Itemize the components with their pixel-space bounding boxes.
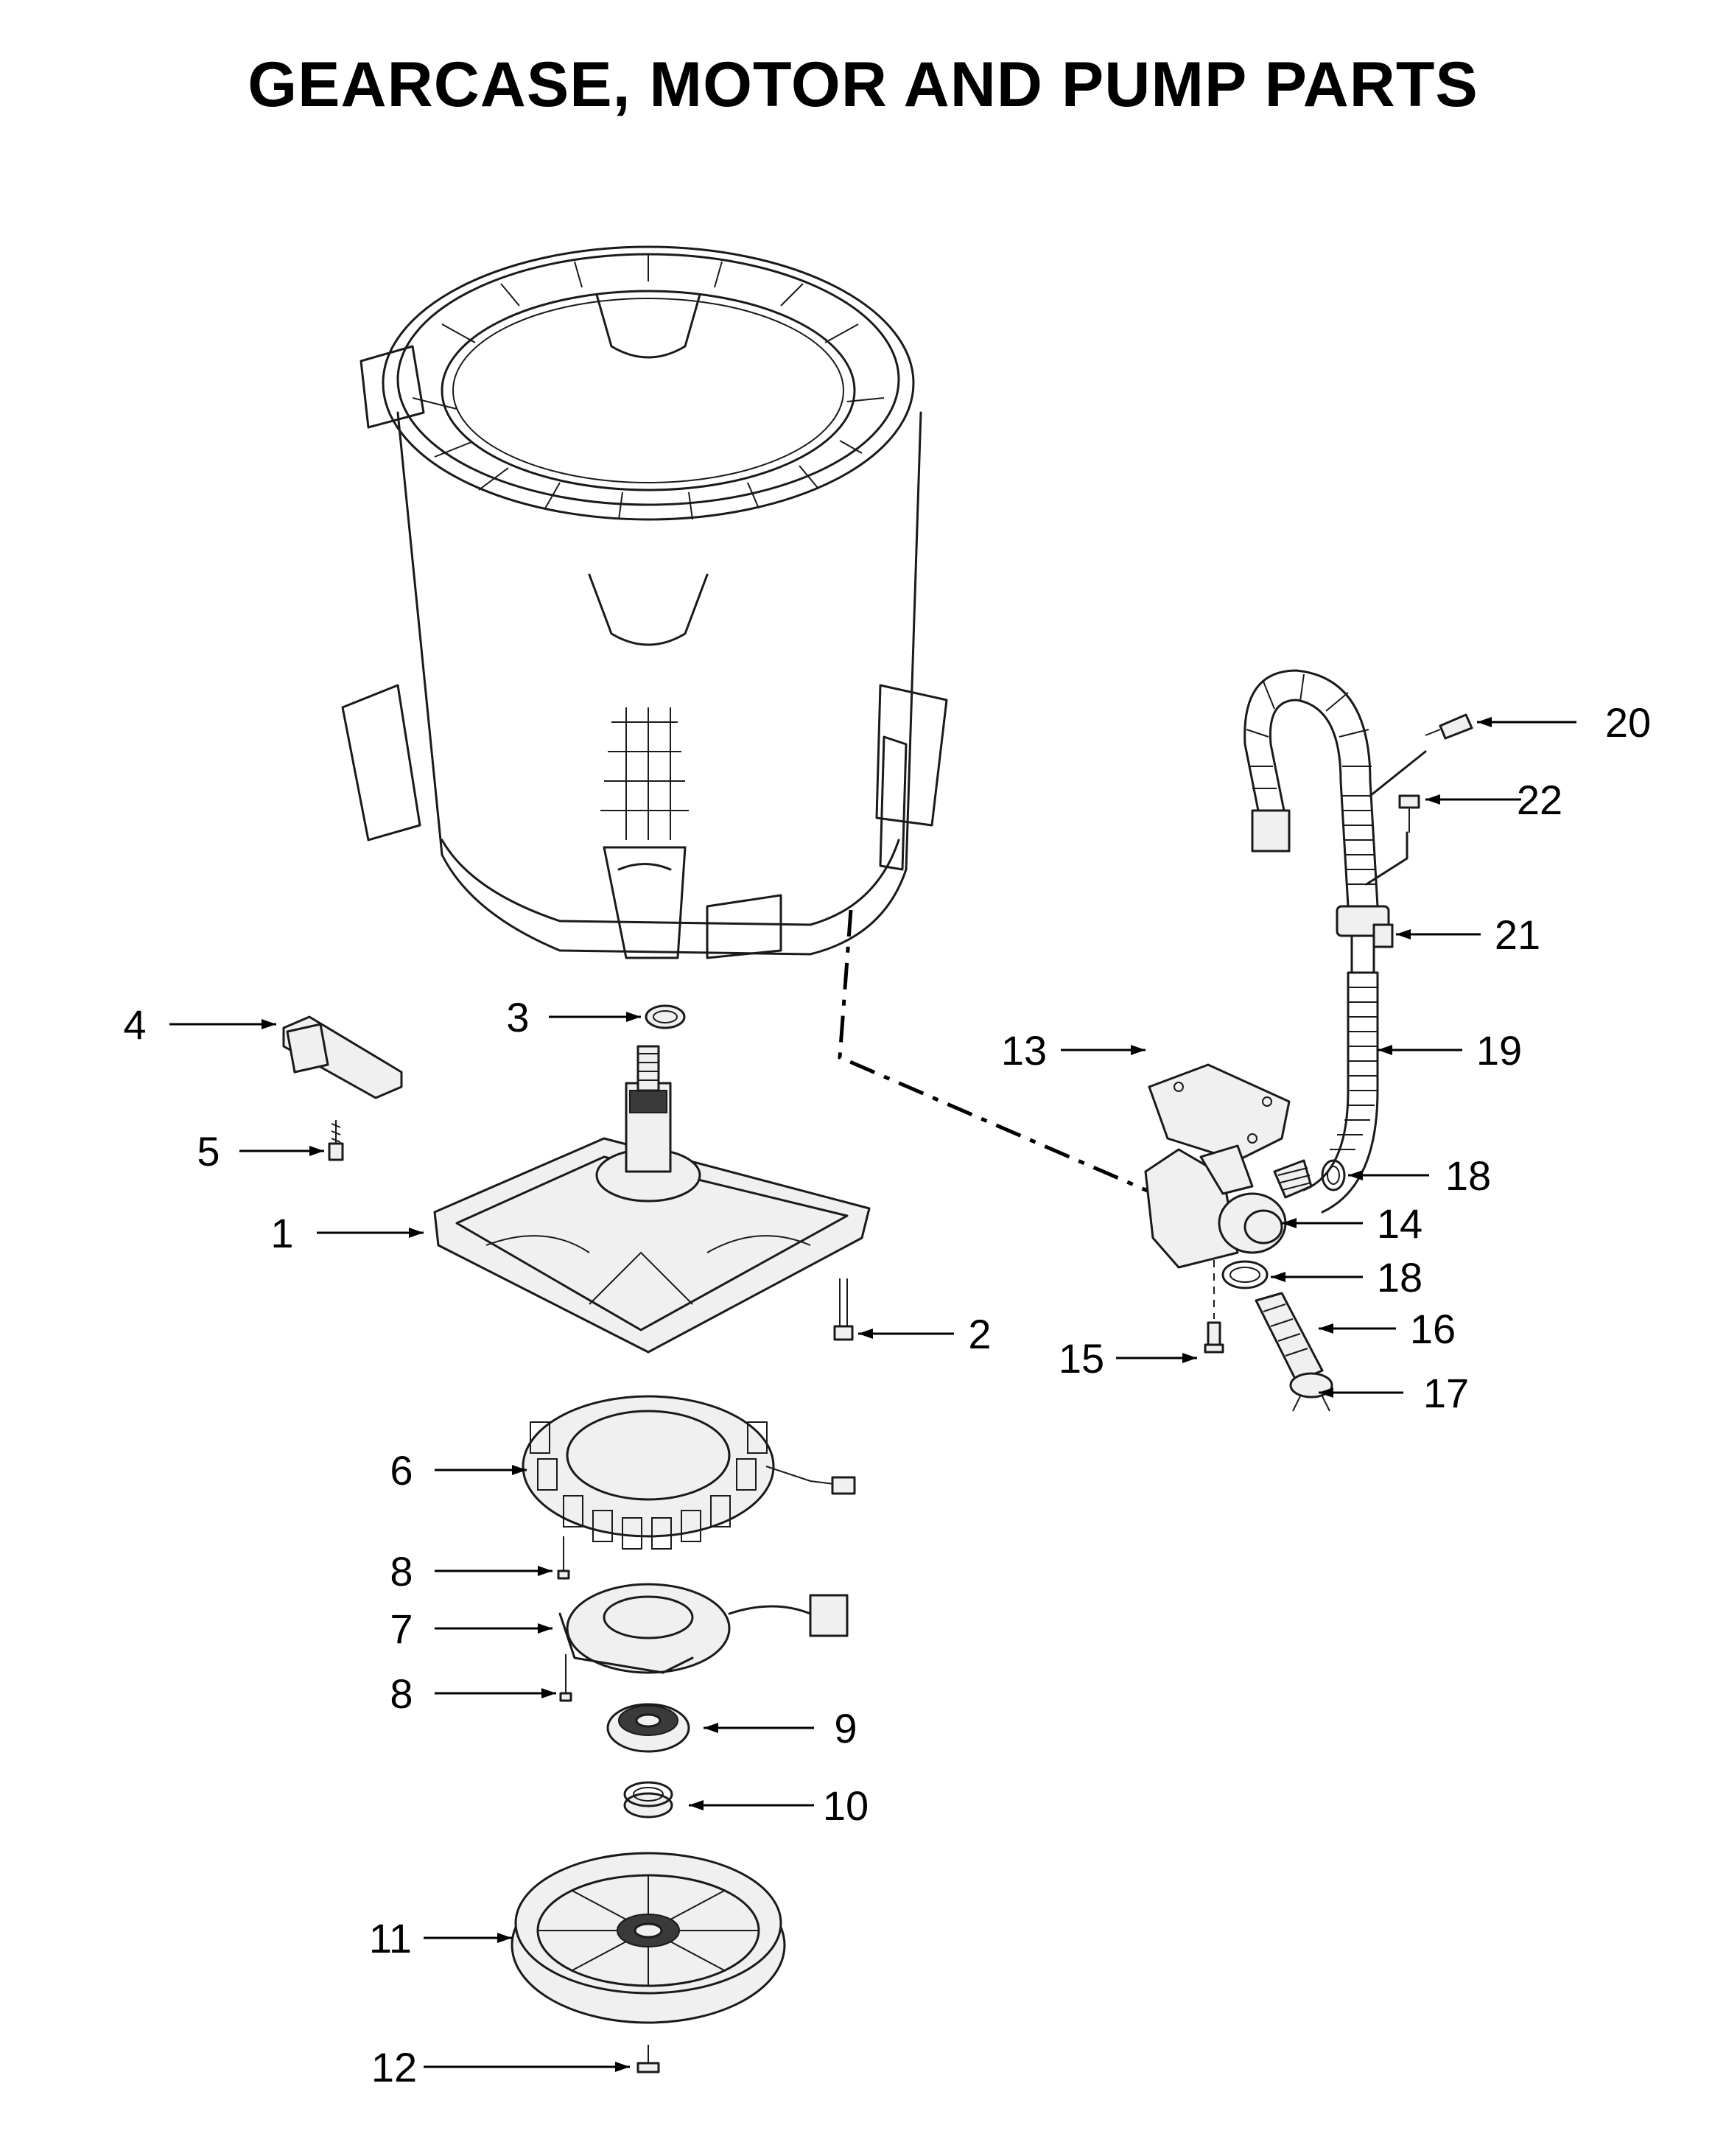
- part-9-bearing: [606, 1703, 690, 1753]
- tub-to-pump-dashed-line: [838, 909, 1172, 1203]
- callout-21: 21: [1495, 911, 1540, 958]
- part-14-drain-pump: [1144, 1144, 1313, 1269]
- part-21-hose-bracket: [1372, 923, 1394, 948]
- part-10-coupler: [623, 1781, 673, 1819]
- diagram-title: GEARCASE, MOTOR AND PUMP PARTS: [248, 49, 1478, 120]
- part-18-clamp-lower: [1221, 1260, 1269, 1289]
- part-20-screw: [1425, 713, 1473, 740]
- outer-tub: [341, 245, 948, 959]
- callout-22: 22: [1517, 777, 1562, 823]
- callout-9: 9: [834, 1705, 857, 1751]
- callout-20: 20: [1605, 699, 1651, 746]
- callout-7: 7: [390, 1606, 413, 1652]
- callout-1: 1: [270, 1210, 293, 1256]
- callout-15: 15: [1059, 1335, 1104, 1382]
- callout-6: 6: [390, 1447, 413, 1494]
- part-1-gearcase-base: [433, 1045, 871, 1354]
- part-19-drain-hose: [1243, 669, 1427, 1214]
- callout-17: 17: [1423, 1370, 1469, 1416]
- callout-12: 12: [371, 2044, 417, 2090]
- callout-10: 10: [823, 1782, 869, 1829]
- callout-4: 4: [123, 1001, 146, 1048]
- part-8-bolt-upper: [557, 1536, 570, 1580]
- callout-18-lower: 18: [1377, 1254, 1422, 1301]
- callout-2: 2: [968, 1311, 991, 1357]
- part-8-bolt-lower: [559, 1654, 572, 1702]
- leader-lines: [169, 717, 1576, 2072]
- part-3-seal: [645, 1004, 686, 1029]
- part-16-short-hose: [1255, 1292, 1324, 1383]
- part-12-screw: [636, 2045, 660, 2073]
- part-7-sensor-housing: [558, 1583, 849, 1674]
- part-6-stator: [522, 1395, 856, 1550]
- callout-18-upper: 18: [1445, 1152, 1491, 1199]
- callout-14: 14: [1377, 1200, 1422, 1247]
- part-11-rotor: [511, 1852, 786, 2024]
- callout-19: 19: [1476, 1027, 1522, 1074]
- callout-numbers: 20 22 21 19 18 14 18 16 17 15 13 3 4 5 1…: [123, 699, 1651, 2090]
- callout-3: 3: [506, 994, 529, 1040]
- part-18-clamp-upper: [1321, 1159, 1346, 1191]
- callout-5: 5: [197, 1128, 220, 1175]
- callout-16: 16: [1410, 1306, 1456, 1352]
- callout-13: 13: [1001, 1027, 1047, 1074]
- callout-11: 11: [369, 1915, 412, 1961]
- part-13-gasket: [1148, 1063, 1291, 1162]
- part-5-screw: [328, 1120, 344, 1161]
- part-22-screw: [1398, 794, 1420, 833]
- callout-8-lower: 8: [390, 1670, 413, 1717]
- part-15-screw: [1204, 1260, 1224, 1354]
- part-4-bracket: [282, 1015, 403, 1099]
- part-2-bolt: [833, 1278, 854, 1341]
- callout-8-upper: 8: [390, 1548, 413, 1595]
